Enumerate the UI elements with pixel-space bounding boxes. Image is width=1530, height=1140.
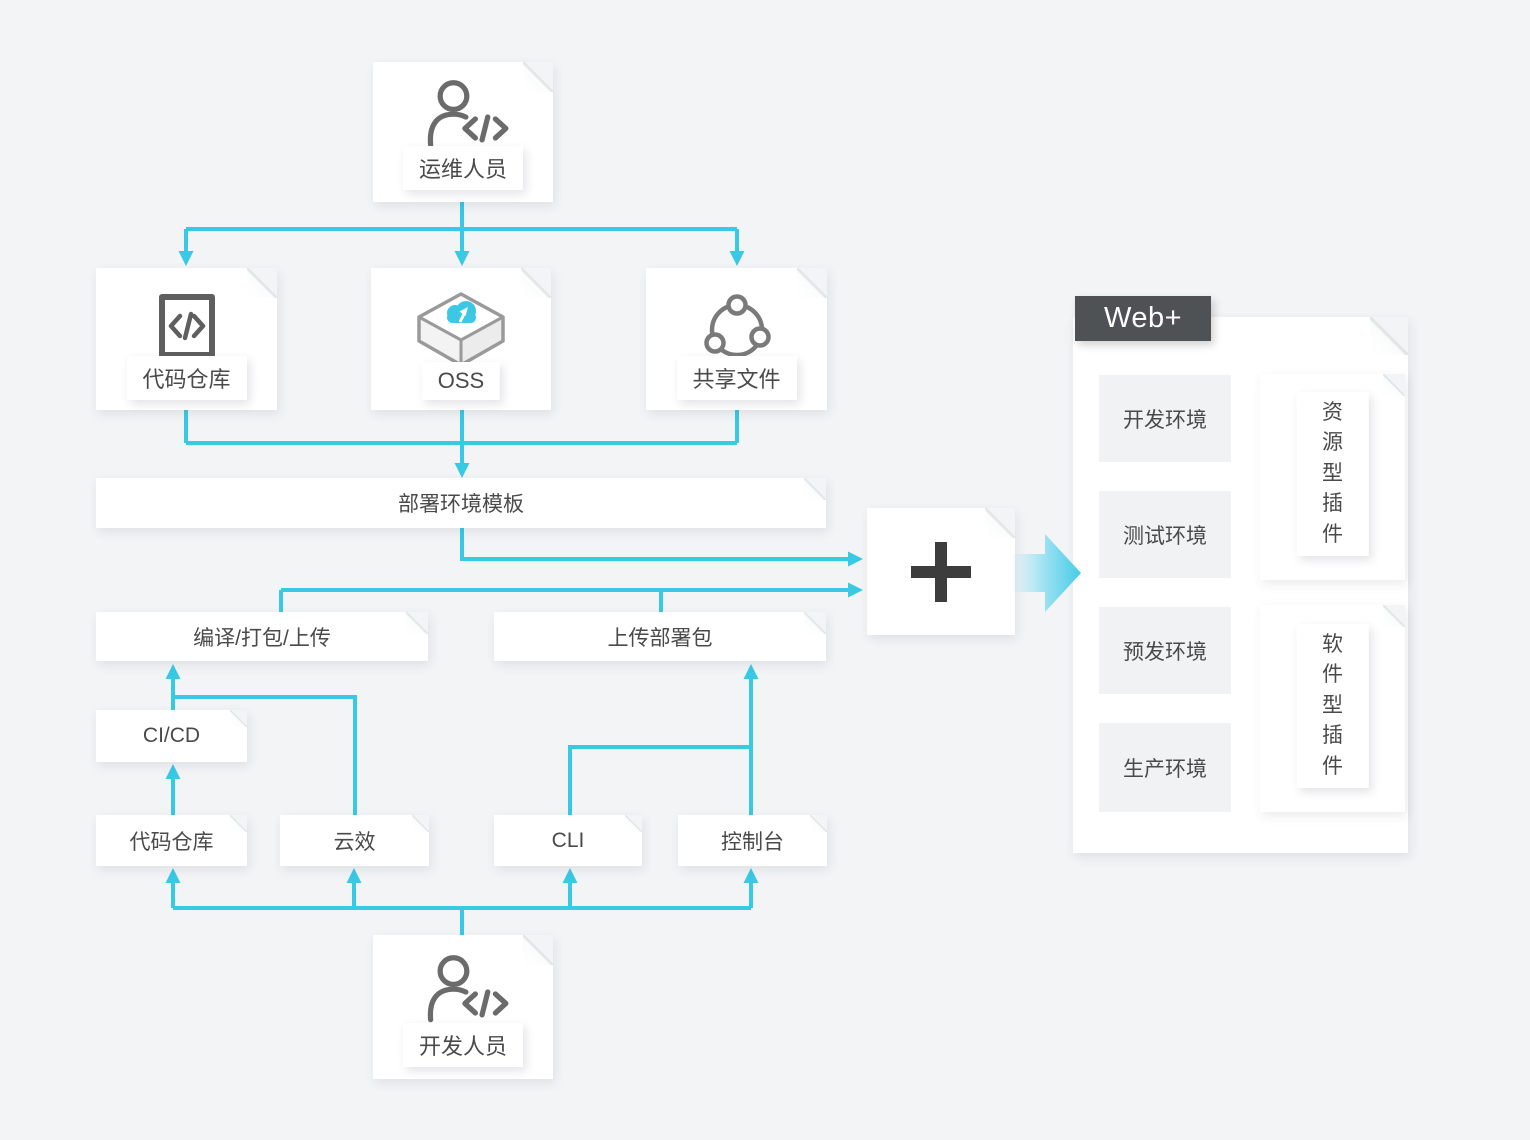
env-box-test: 测试环境: [1099, 491, 1231, 578]
node-label: 代码仓库: [129, 830, 214, 854]
plugin-card-software: 软件型 插件: [1260, 605, 1405, 812]
env-label: 生产环境: [1123, 757, 1207, 781]
node-cli: CLI: [494, 815, 642, 866]
node-label: 运维人员: [402, 146, 524, 190]
env-label: 预发环境: [1123, 640, 1207, 664]
node-console: 控制台: [678, 815, 827, 866]
node-label: 控制台: [721, 830, 784, 854]
node-shared-files: 共享文件: [646, 268, 827, 410]
node-code-repo-bottom: 代码仓库: [96, 815, 247, 866]
env-label: 开发环境: [1123, 408, 1207, 432]
person-code-icon: [427, 955, 509, 1023]
env-box-prod: 生产环境: [1099, 723, 1231, 812]
plugin-card-resource: 资源型 插件: [1260, 374, 1405, 580]
node-label: 部署环境模板: [398, 493, 524, 516]
node-yunxiao: 云效: [280, 815, 429, 866]
env-box-staging: 预发环境: [1099, 607, 1231, 694]
node-plus: [867, 508, 1015, 635]
code-square-icon: [158, 294, 215, 358]
plugin-label: 软件型 插件: [1296, 623, 1369, 788]
node-label: 共享文件: [676, 356, 797, 400]
node-label: OSS: [421, 362, 501, 400]
node-label: 上传部署包: [607, 626, 713, 650]
node-cicd: CI/CD: [96, 710, 247, 762]
plus-icon: [911, 541, 971, 602]
plugin-label: 资源型 插件: [1296, 391, 1369, 556]
node-label: 编译/打包/上传: [193, 626, 331, 650]
webplus-badge: Web+: [1075, 296, 1211, 341]
node-label: CI/CD: [142, 724, 201, 747]
merge-arrow-icon: [1013, 534, 1081, 612]
node-dev-user: 开发人员: [373, 935, 553, 1079]
person-code-icon: [427, 80, 509, 148]
node-label: CLI: [551, 828, 585, 852]
node-oss: OSS: [371, 268, 551, 410]
env-label: 测试环境: [1123, 524, 1207, 548]
node-upload-deploy-package: 上传部署包: [494, 612, 826, 661]
oss-box-icon: [417, 292, 505, 367]
node-label: 开发人员: [402, 1023, 524, 1067]
node-compile-pack-upload: 编译/打包/上传: [96, 612, 428, 661]
node-ops-user: 运维人员: [373, 62, 553, 202]
node-deploy-env-template: 部署环境模板: [96, 478, 826, 528]
node-label: 代码仓库: [126, 356, 247, 400]
node-code-repo-top: 代码仓库: [96, 268, 277, 410]
env-box-dev: 开发环境: [1099, 375, 1231, 462]
share-network-icon: [703, 294, 771, 358]
node-label: 云效: [333, 830, 376, 854]
